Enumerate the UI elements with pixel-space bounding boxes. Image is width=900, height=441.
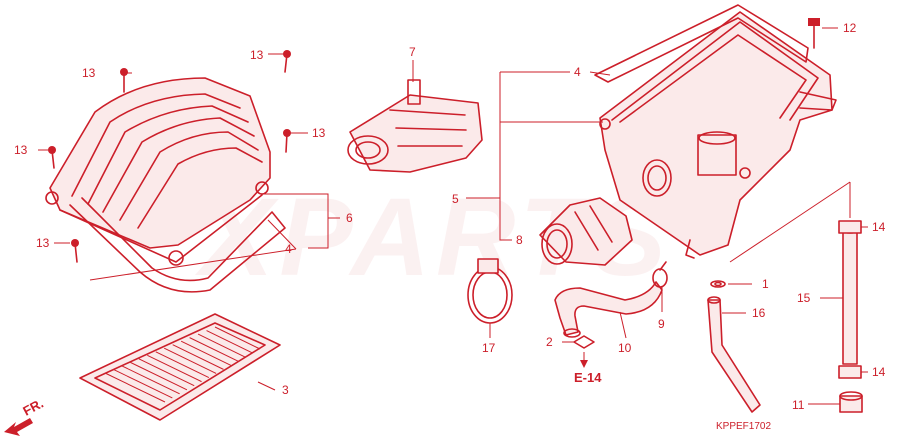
callout-10: 10 [618, 341, 632, 355]
breather-tube [842, 226, 858, 365]
callout-4: 4 [574, 65, 581, 79]
drain-tube [554, 281, 663, 338]
callout-9: 9 [658, 317, 665, 331]
air-cleaner-case [599, 11, 837, 259]
diagram-code: KPPEF1702 [716, 421, 771, 432]
callout-14: 14 [872, 365, 886, 379]
callout-5: 5 [452, 192, 459, 206]
callout-labels: 1 2 3 4 4 5 6 7 8 10 9 11 12 13 13 13 13… [14, 21, 886, 412]
element-pleat [147, 354, 202, 383]
callout-14: 14 [872, 220, 886, 234]
element-pleat [180, 340, 231, 366]
cover-gasket [69, 197, 286, 293]
element-pleat [206, 330, 253, 354]
element-pleat [214, 326, 261, 350]
element-pleat [130, 361, 188, 391]
element-pleat [197, 333, 246, 358]
clamp-icon [838, 220, 862, 379]
clip-icon [652, 261, 668, 288]
callout-3: 3 [282, 383, 289, 397]
element-pleat [104, 372, 166, 403]
drain-cap [839, 391, 863, 413]
callout-13: 13 [250, 48, 264, 62]
callout-12: 12 [843, 21, 857, 35]
callout-13: 13 [36, 236, 50, 250]
element-pleat [164, 347, 217, 374]
element-pleat [121, 365, 180, 395]
clip-icon [573, 335, 595, 368]
callout-17: 17 [482, 341, 496, 355]
callout-2: 2 [546, 335, 553, 349]
connecting-tube [539, 197, 633, 266]
front-arrow-icon: FR. [4, 396, 46, 436]
front-label: FR. [20, 396, 46, 419]
callout-15: 15 [797, 291, 811, 305]
intake-duct [347, 79, 483, 173]
callout-7: 7 [409, 45, 416, 59]
element-pleat [155, 351, 210, 378]
callout-11: 11 [792, 398, 805, 412]
reference-label: E-14 [574, 370, 602, 385]
callout-13: 13 [312, 126, 326, 140]
callout-16: 16 [752, 306, 766, 320]
element-pleat [172, 344, 224, 370]
callout-8: 8 [516, 233, 523, 247]
drain-plug-tube [707, 296, 761, 413]
element-pleat [138, 358, 195, 387]
callout-13: 13 [14, 143, 28, 157]
leader-lines [38, 27, 868, 405]
callout-1: 1 [762, 277, 769, 291]
case-gasket [594, 4, 809, 83]
element-pleat [189, 337, 239, 362]
air-cleaner-cover [45, 77, 271, 266]
callout-13: 13 [82, 66, 96, 80]
callout-4: 4 [285, 242, 292, 256]
screw-icon [48, 50, 291, 263]
callout-6: 6 [346, 211, 353, 225]
air-cleaner-element [79, 313, 281, 421]
washer-icon [710, 280, 726, 288]
bolt-icon [808, 18, 820, 49]
element-pleat [113, 369, 173, 399]
